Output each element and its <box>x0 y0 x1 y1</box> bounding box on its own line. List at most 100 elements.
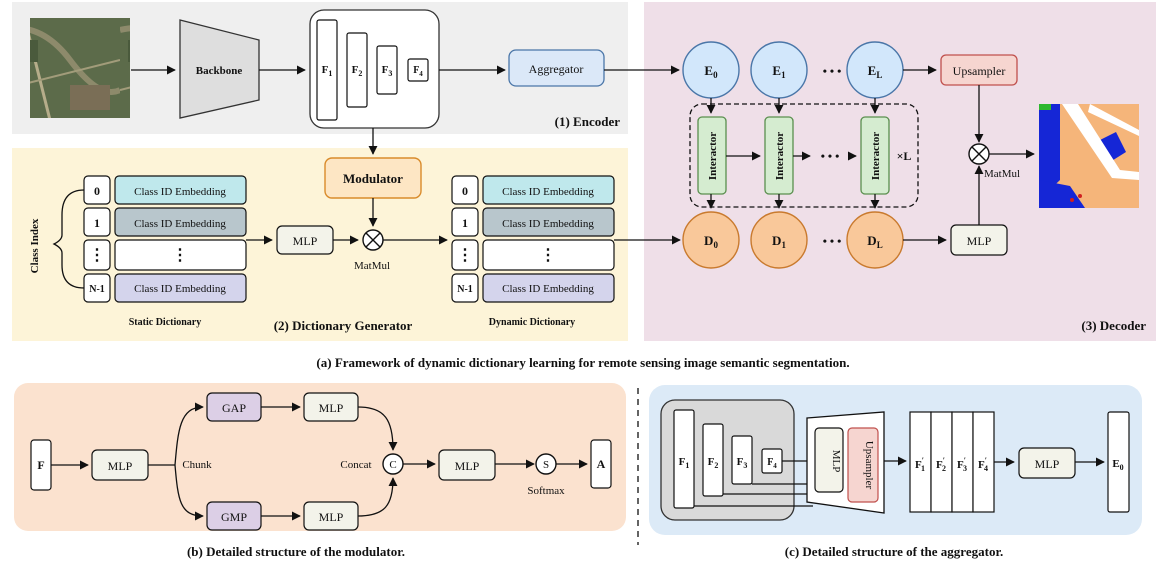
svg-text:0: 0 <box>94 184 100 198</box>
svg-text:F3: F3 <box>737 456 748 470</box>
caption-b: (b) Detailed structure of the modulator. <box>187 544 405 559</box>
caption-c: (c) Detailed structure of the aggregator… <box>785 544 1004 559</box>
segmentation-output-image <box>1039 104 1139 208</box>
input-image <box>30 18 130 118</box>
svg-text:0: 0 <box>462 184 468 198</box>
agg-upsampler-vertical <box>847 427 879 503</box>
dynamic-index-n <box>451 273 479 303</box>
svg-text:1: 1 <box>94 216 100 230</box>
generator-matmul-label: MatMul <box>354 260 390 272</box>
dynamic-index-1 <box>451 207 479 237</box>
agg-output-e0 <box>1107 411 1130 513</box>
dynamic-row-dots <box>482 239 615 271</box>
repeat-label: ×L <box>897 149 912 163</box>
svg-text:• • •: • • • <box>823 64 842 78</box>
svg-text:C: C <box>389 459 396 471</box>
agg-mlp <box>1018 447 1076 479</box>
svg-text:• • •: • • • <box>823 234 842 248</box>
class-index-label: Class Index <box>29 218 41 273</box>
svg-text:N-1: N-1 <box>89 284 105 295</box>
feature-pyramid-box <box>309 9 440 129</box>
svg-text:Class ID Embedding: Class ID Embedding <box>134 283 226 295</box>
svg-text:⋮: ⋮ <box>540 247 556 264</box>
svg-text:F1: F1 <box>322 64 333 78</box>
static-index-0 <box>83 175 111 205</box>
svg-text:F4: F4 <box>413 65 423 78</box>
svg-text:E1: E1 <box>772 63 786 80</box>
feature-f4 <box>407 58 429 82</box>
svg-text:F2: F2 <box>708 456 719 470</box>
svg-text:F: F <box>37 458 44 472</box>
agg-output-features <box>909 411 995 513</box>
modulator-output-a <box>590 439 612 489</box>
chunk-label: Chunk <box>182 459 212 471</box>
svg-text:EL: EL <box>868 63 883 80</box>
class-index-brace <box>52 189 85 289</box>
svg-text:S: S <box>543 459 549 471</box>
svg-text:F1: F1 <box>679 456 690 470</box>
svg-text:F3: F3 <box>382 64 393 78</box>
svg-text:Class ID Embedding: Class ID Embedding <box>502 218 594 230</box>
d-node-0 <box>682 211 740 269</box>
svg-text:• • •: • • • <box>821 149 840 163</box>
svg-text:MLP: MLP <box>293 234 318 248</box>
softmax-label: Softmax <box>527 485 565 497</box>
svg-text:F′3: F′3 <box>957 456 967 473</box>
svg-text:DL: DL <box>867 233 882 250</box>
svg-text:Class ID Embedding: Class ID Embedding <box>502 186 594 198</box>
svg-text:⋮: ⋮ <box>172 247 188 264</box>
d-node-1 <box>750 211 808 269</box>
backbone-label: Backbone <box>196 65 243 77</box>
svg-text:MLP: MLP <box>967 234 992 248</box>
svg-text:Class ID Embedding: Class ID Embedding <box>502 283 594 295</box>
encoder-title: (1) Encoder <box>555 114 621 129</box>
modulator-label: Modulator <box>343 171 403 186</box>
static-dictionary-label: Static Dictionary <box>129 317 202 328</box>
svg-text:D0: D0 <box>704 233 718 250</box>
static-index-dots <box>83 239 111 271</box>
static-row-dots <box>114 239 247 271</box>
svg-text:GMP: GMP <box>221 510 247 524</box>
svg-text:Upsampler: Upsampler <box>863 441 875 490</box>
backbone-block <box>179 19 260 119</box>
svg-text:Class ID Embedding: Class ID Embedding <box>134 218 226 230</box>
svg-text:MLP: MLP <box>1035 457 1060 471</box>
svg-text:E0: E0 <box>704 63 718 80</box>
dynamic-row-0 <box>482 175 615 205</box>
aggregator-label: Aggregator <box>529 62 584 76</box>
svg-text:MLP: MLP <box>319 401 344 415</box>
generator-title: (2) Dictionary Generator <box>274 318 413 333</box>
svg-text:F′4: F′4 <box>978 456 988 473</box>
svg-text:MLP: MLP <box>455 459 480 473</box>
modulator-detail-panel <box>14 383 626 531</box>
static-index-n <box>83 273 111 303</box>
concat-label: Concat <box>340 459 371 471</box>
svg-text:MLP: MLP <box>830 450 842 473</box>
feature-f2 <box>346 32 368 108</box>
static-index-1 <box>83 207 111 237</box>
aggregator-block <box>508 49 605 87</box>
feature-f1 <box>316 19 338 121</box>
svg-text:F′2: F′2 <box>936 456 946 473</box>
dynamic-index-0 <box>451 175 479 205</box>
svg-text:Class ID Embedding: Class ID Embedding <box>134 186 226 198</box>
svg-text:N-1: N-1 <box>457 284 473 295</box>
agg-mlp-vertical <box>814 427 844 493</box>
svg-text:Interactor: Interactor <box>870 132 882 180</box>
svg-text:F2: F2 <box>352 64 363 78</box>
svg-text:1: 1 <box>462 216 468 230</box>
svg-text:F′1: F′1 <box>915 456 925 473</box>
svg-text:A: A <box>597 457 606 471</box>
static-row-0 <box>114 175 247 205</box>
svg-text:Interactor: Interactor <box>707 132 719 180</box>
agg-feature-f1 <box>673 409 695 509</box>
svg-text:MLP: MLP <box>319 510 344 524</box>
dynamic-dictionary-label: Dynamic Dictionary <box>489 317 575 328</box>
dynamic-row-1 <box>482 207 615 237</box>
decoder-matmul-label: MatMul <box>984 168 1020 180</box>
agg-feature-f3 <box>731 435 753 485</box>
static-row-1 <box>114 207 247 237</box>
svg-text:D1: D1 <box>772 233 786 250</box>
feature-f3 <box>376 45 398 95</box>
